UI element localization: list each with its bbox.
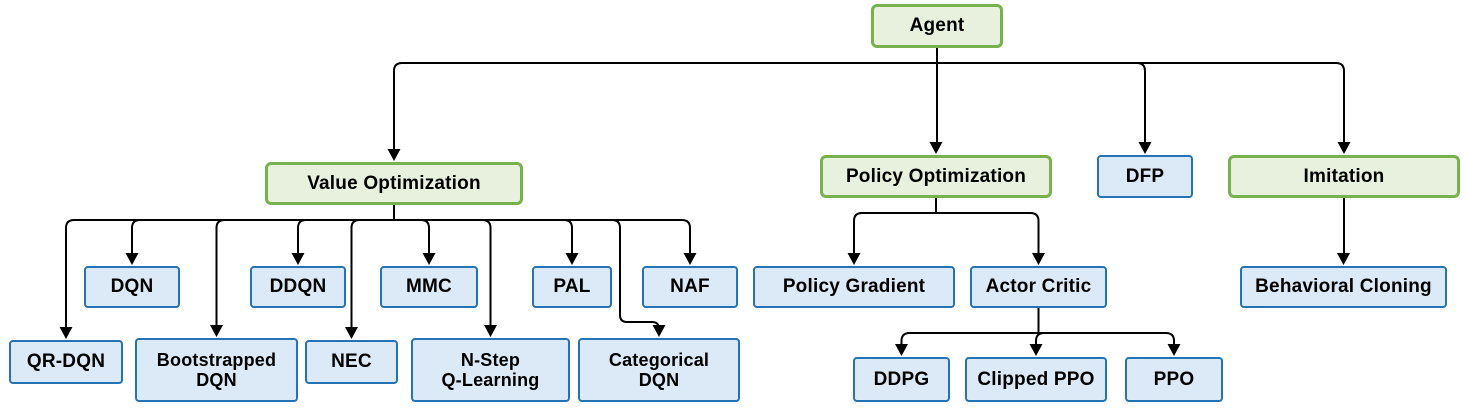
arrowhead-icon [387, 149, 401, 161]
node-ddqn: DDQN [250, 266, 346, 308]
node-label: DDPG [873, 368, 930, 390]
connector [900, 332, 1040, 346]
arrowhead-icon [929, 142, 943, 154]
node-dfp: DFP [1097, 155, 1193, 198]
node-label: N-Step Q-Learning [441, 349, 540, 390]
node-label: Agent [909, 15, 965, 37]
connector [350, 219, 395, 329]
connector [393, 62, 938, 151]
node-label: Clipped PPO [977, 368, 1095, 390]
arrowhead-icon [1337, 142, 1351, 154]
node-qr-dqn: QR-DQN [9, 340, 123, 384]
node-label: DFP [1125, 165, 1165, 187]
arrowhead-icon [1138, 142, 1152, 154]
arrowhead-icon [210, 325, 223, 337]
arrowhead-icon [1032, 253, 1045, 265]
node-label: Bootstrapped DQN [156, 349, 277, 390]
node-nec: NEC [305, 340, 398, 384]
node-label: PAL [553, 276, 591, 298]
node-bootstrapped-dqn: Bootstrapped DQN [135, 338, 298, 402]
connector [297, 219, 395, 255]
node-label: MMC [406, 276, 452, 298]
node-label: Imitation [1303, 165, 1385, 187]
node-label: QR-DQN [26, 351, 106, 373]
arrowhead-icon [484, 325, 497, 337]
node-label: PPO [1153, 368, 1195, 390]
node-label: Policy Optimization [845, 165, 1027, 187]
arrowhead-icon [422, 253, 436, 265]
connector [1037, 332, 1175, 346]
arrowhead-icon [1167, 344, 1181, 356]
arrowhead-icon [345, 327, 358, 339]
connector [1035, 332, 1045, 346]
arrowhead-icon [1029, 344, 1043, 356]
node-policy-gradient: Policy Gradient [753, 266, 955, 308]
arrowhead-icon [847, 253, 861, 265]
connector [936, 62, 1146, 144]
node-ddpg: DDPG [853, 357, 950, 402]
arrowhead-icon [125, 253, 139, 265]
node-label: Behavioral Cloning [1255, 276, 1432, 298]
arrowhead-icon [291, 253, 305, 265]
node-naf: NAF [642, 266, 738, 308]
arrowhead-icon [895, 344, 908, 356]
node-clipped-ppo: Clipped PPO [965, 357, 1107, 402]
node-label: Actor Critic [985, 276, 1092, 298]
node-label: NEC [331, 351, 372, 373]
connector [393, 219, 430, 255]
node-mmc: MMC [380, 266, 478, 308]
connector [215, 219, 395, 327]
node-label: Policy Gradient [782, 276, 926, 298]
connector [853, 212, 937, 255]
node-categorical-dqn: Categorical DQN [578, 338, 740, 402]
node-behavioral-cloning: Behavioral Cloning [1240, 266, 1447, 308]
connector [936, 62, 1345, 144]
node-agent: Agent [871, 4, 1003, 48]
node-n-step-q-learning: N-Step Q-Learning [411, 338, 570, 402]
node-dqn: DQN [84, 266, 180, 308]
node-value-optimization: Value Optimization [265, 162, 523, 205]
connector [393, 219, 573, 255]
node-label: Value Optimization [307, 172, 481, 194]
node-label: DDQN [269, 276, 327, 298]
node-policy-optimization: Policy Optimization [820, 155, 1052, 198]
connector [131, 219, 395, 255]
arrowhead-icon [1337, 253, 1350, 265]
connector [935, 212, 1040, 255]
node-actor-critic: Actor Critic [970, 266, 1107, 308]
node-label: DQN [110, 276, 154, 298]
connector [65, 219, 395, 329]
arrowhead-icon [683, 253, 697, 265]
node-pal: PAL [532, 266, 612, 308]
arrowhead-icon [59, 327, 73, 339]
arrowhead-icon [565, 253, 579, 265]
node-imitation: Imitation [1228, 155, 1460, 198]
connector [393, 219, 691, 255]
node-label: NAF [670, 276, 710, 298]
connector [393, 219, 660, 330]
arrowhead-icon [652, 325, 666, 337]
node-ppo: PPO [1125, 357, 1223, 402]
node-label: Categorical DQN [608, 349, 710, 390]
